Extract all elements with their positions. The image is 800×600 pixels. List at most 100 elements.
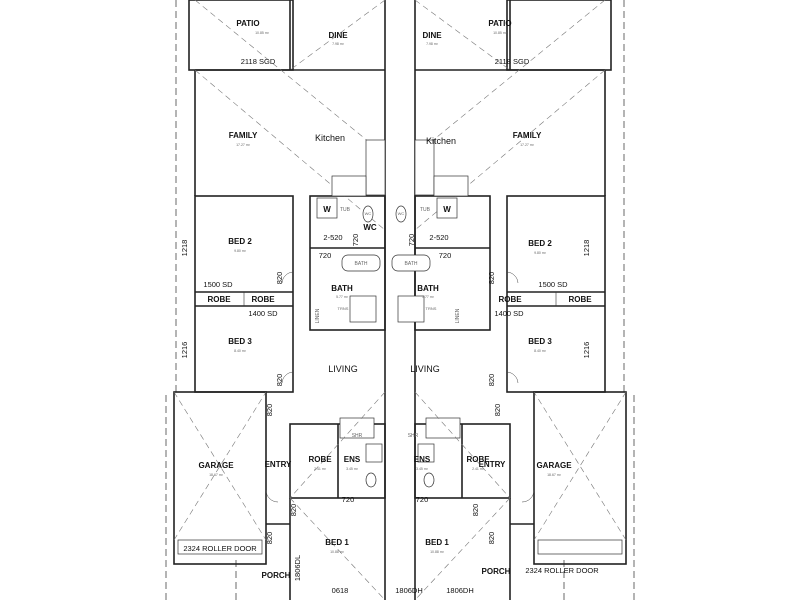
dine-left-label: DINE [328,31,348,40]
d820-porch-right: 820 [487,532,496,545]
patio-right-label: PATIO [488,19,511,28]
family-left-label: FAMILY [229,131,258,140]
sgd-right: 2118 SGD [495,57,530,66]
garage-right-area: 18.67 m² [547,473,562,477]
ens-right-label: ENS [414,455,431,464]
bed3-left-area: 8.40 m² [234,349,247,353]
robe-bed2-left-2: ROBE [251,295,275,304]
robe-left-area: 2.41 m² [314,467,327,471]
window-1806dh-left: 1806DH [395,586,423,595]
dine-right-area: 7.98 m² [426,42,439,46]
bathtub-left-label: BATH [355,261,368,267]
porch-right-label: PORCH [482,567,511,576]
dimension-labels: 2118 SGD 2118 SGD 2-520 2-520 1500 SD 15… [180,57,599,595]
garage-right-label: GARAGE [536,461,572,470]
room-labels: PATIO 10.85 m² PATIO 10.85 m² DINE 7.98 … [198,19,592,580]
kitchen-fixtures [316,139,469,488]
bath-left-label: BATH [331,284,353,293]
patio-right-area: 10.85 m² [493,31,508,35]
d720-bath-left: 720 [319,251,332,260]
d720-bath-right: 720 [439,251,452,260]
family-right-label: FAMILY [513,131,542,140]
bath-left-area: 5.77 m² [336,295,349,299]
bed2-right-area: 9.80 m² [534,251,547,255]
shr-left-label: SHR [352,433,363,439]
window-0618: 0618 [332,586,349,595]
dine-left-area: 7.98 m² [332,42,345,46]
v-1218-right: 1218 [582,240,591,257]
robe-bed2-right-1: ROBE [498,295,522,304]
sd-1500-right: 1500 SD [538,280,568,289]
robe-bed2-left-1: ROBE [207,295,231,304]
wc-pan-right-label: WC [398,211,405,216]
site-boundary [165,0,635,600]
robe-right-label: ROBE [466,455,490,464]
bed1-right-label: BED 1 [425,538,449,547]
d820-bed3-right: 820 [487,374,496,387]
bed3-right-area: 8.40 m² [534,349,547,353]
kitchen-right-label: Kitchen [426,136,456,146]
bath-right-label: BATH [417,284,439,293]
patio-left-area: 10.85 m² [255,31,270,35]
d720-ens-left: 720 [342,495,355,504]
trns-right-label: TRNS [426,306,437,311]
bed3-right-label: BED 3 [528,337,552,346]
v-1216-right: 1216 [582,342,591,359]
d820-bed3-left: 820 [275,374,284,387]
shr-right-label: SHR [408,433,419,439]
d720-ens-right: 720 [416,495,429,504]
washer-left-label: W [323,205,331,214]
bathtub-right-label: BATH [405,261,418,267]
door-2520-right: 2-520 [429,233,448,242]
d820-bed1-left: 820 [289,504,298,517]
sd-1400-right: 1400 SD [494,309,524,318]
d820-garage-right: 820 [493,404,502,417]
linen-right-label: LINEN [455,308,461,323]
door-2520-left: 2-520 [323,233,342,242]
d820-garage-left: 820 [265,404,274,417]
ens-left-label: ENS [344,455,361,464]
garage-left-area: 18.67 m² [209,473,224,477]
d720-wc-left: 720 [351,234,360,247]
bed2-right-label: BED 2 [528,239,552,248]
patio-left-label: PATIO [236,19,259,28]
entry-right-label: ENTRY [479,460,506,469]
washer-right-label: W [443,205,451,214]
bed2-left-area: 9.80 m² [234,249,247,253]
roof-lines [173,0,627,600]
wc-pan-left-label: WC [365,211,372,216]
tub-left-label: TUB [340,207,351,213]
window-1806dl: 1806DL [293,555,302,581]
trns-left-label: TRNS [338,306,349,311]
bed3-left-label: BED 3 [228,337,252,346]
robe-right-area: 2.41 m² [472,467,485,471]
bed2-left-label: BED 2 [228,237,252,246]
sd-1500-left: 1500 SD [203,280,233,289]
bed1-left-area: 10.88 m² [330,550,345,554]
tub-right-label: TUB [420,207,431,213]
bed1-left-label: BED 1 [325,538,349,547]
door-swings [265,271,535,503]
garage-left-label: GARAGE [198,461,234,470]
entry-left-label: ENTRY [265,460,292,469]
robe-left-label: ROBE [308,455,332,464]
linen-left-label: LINEN [315,308,321,323]
d820-bed2-right: 820 [487,272,496,285]
robe-bed2-right-2: ROBE [568,295,592,304]
living-left-label: LIVING [328,364,358,374]
wc-left-label: WC [363,223,377,232]
sd-1400-left: 1400 SD [248,309,278,318]
d720-wc-right: 720 [407,234,416,247]
ens-left-area: 3.45 m² [346,467,359,471]
kitchen-left-label: Kitchen [315,133,345,143]
roller-door-right: 2324 ROLLER DOOR [525,566,599,575]
d820-porch-left: 820 [265,532,274,545]
v-1216-left: 1216 [180,342,189,359]
porch-left-label: PORCH [262,571,291,580]
d820-bed1-right: 820 [471,504,480,517]
window-1806dh-right: 1806DH [446,586,474,595]
living-right-label: LIVING [410,364,440,374]
sgd-left: 2118 SGD [241,57,276,66]
family-right-area: 17.27 m² [520,143,535,147]
